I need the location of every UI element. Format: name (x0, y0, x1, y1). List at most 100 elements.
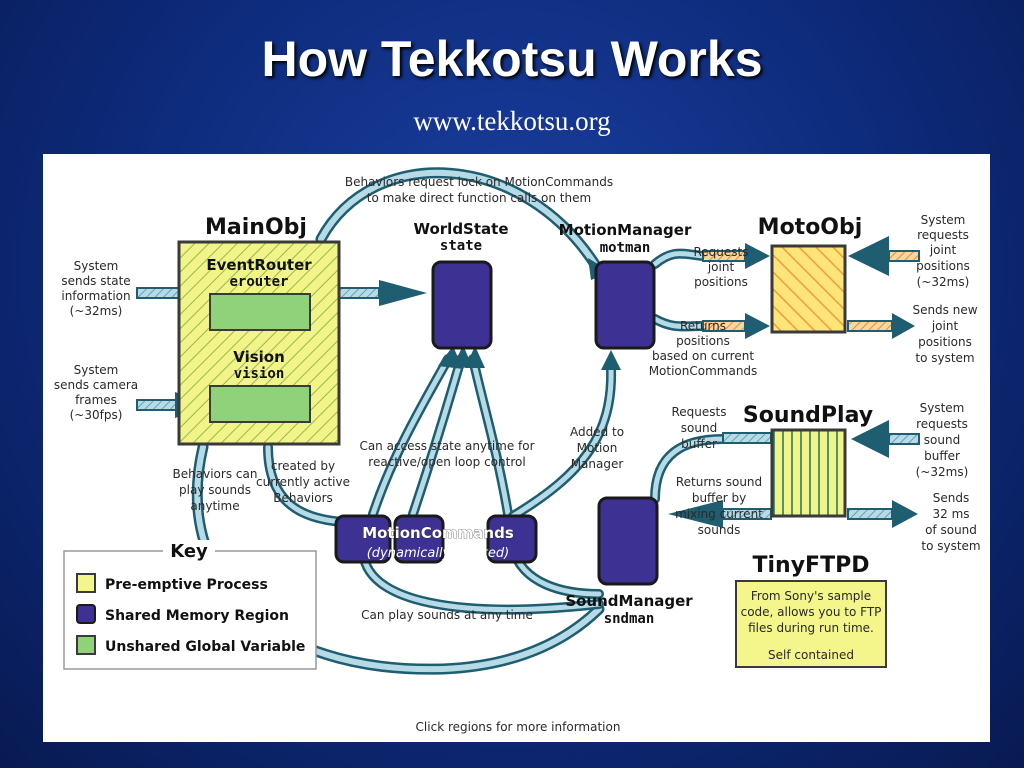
can-access-2: reactive/open loop control (368, 455, 525, 469)
ret-positions-3: based on current (652, 349, 754, 363)
sends-joint-4: to system (915, 351, 974, 365)
sys-camera-3: frames (75, 393, 117, 407)
sys-state-1: System (74, 259, 119, 273)
tinyftpd-self-contained: Self contained (768, 648, 854, 662)
soundmanager-title: SoundManager (565, 592, 693, 610)
sys-state-2: sends state (61, 274, 130, 288)
soundmanager-region[interactable]: SoundManager sndman (565, 496, 693, 627)
motionmanager-var: motman (600, 240, 651, 256)
sys-camera-1: System (74, 363, 119, 377)
sends-joint-3: positions (918, 335, 972, 349)
soundplay-region[interactable]: SoundPlay (743, 403, 873, 518)
soundmanager-var: sndman (604, 611, 655, 627)
sends-32ms-2: 32 ms (932, 507, 969, 521)
ret-positions-2: positions (676, 334, 730, 348)
can-access-1: Can access state anytime for (359, 439, 534, 453)
mainobj-title: MainObj (205, 215, 307, 240)
ret-sound-1: Returns sound (676, 475, 762, 489)
sys-req-joint-2: requests (917, 228, 969, 242)
straight-arrows (136, 236, 920, 528)
sys-state-4: (~32ms) (70, 304, 123, 318)
behaviors-play-2: play sounds (179, 483, 251, 497)
slide-title: How Tekkotsu Works (261, 31, 763, 87)
ret-positions-1: Returns (680, 319, 726, 333)
eventrouter-label: EventRouter (206, 256, 312, 274)
created-by-2: currently active (256, 475, 350, 489)
slide-url[interactable]: www.tekkotsu.org (413, 106, 611, 136)
top-note-line-2: to make direct function calls on them (367, 191, 591, 205)
sys-req-joint-1: System (921, 213, 966, 227)
sys-req-sound-3: sound (924, 433, 960, 447)
tinyftpd-line-3: files during run time. (748, 621, 874, 635)
ret-sound-2: buffer by (692, 491, 746, 505)
tinyftpd-line-1: From Sony's sample (751, 589, 871, 603)
tinyftpd-title: TinyFTPD (753, 553, 870, 578)
ret-sound-4: sounds (698, 523, 741, 537)
tekkotsu-diagram: MainObj EventRouter erouter Vision visio… (54, 167, 981, 734)
sys-camera-4: (~30fps) (70, 408, 123, 422)
added-to-3: Manager (571, 457, 624, 471)
legend-label-shared: Shared Memory Region (105, 608, 289, 624)
legend: Key Pre-emptive Process Shared Memory Re… (63, 540, 317, 670)
motioncommands-subtitle: (dynamically created) (367, 546, 510, 561)
sends-32ms-3: of sound (925, 523, 977, 537)
legend-title: Key (170, 541, 208, 562)
vision-var-label: vision (234, 366, 285, 382)
sys-req-joint-4: positions (916, 259, 970, 273)
legend-swatch-preemptive (76, 573, 96, 593)
erouter-variable[interactable] (209, 293, 311, 331)
diagram-panel: MainObj EventRouter erouter Vision visio… (43, 154, 990, 742)
sends-joint-1: Sends new (912, 303, 977, 317)
sys-req-sound-5: (~32ms) (916, 465, 969, 479)
worldstate-var: state (440, 238, 482, 254)
req-sound-1: Requests (672, 405, 727, 419)
req-joint-3: positions (694, 275, 748, 289)
ret-sound-3: mixing current (675, 507, 763, 521)
motoobj-title: MotoObj (758, 215, 863, 240)
req-joint-1: Requests (694, 245, 749, 259)
sys-req-sound-1: System (920, 401, 965, 415)
legend-label-preemptive: Pre-emptive Process (105, 577, 268, 593)
tinyftpd-region[interactable]: TinyFTPD From Sony's sample code, allows… (735, 553, 887, 668)
sys-camera-2: sends camera (54, 378, 138, 392)
worldstate-title: WorldState (413, 220, 508, 238)
motionmanager-region[interactable]: MotionManager motman (559, 221, 692, 350)
motioncommands-region[interactable]: MotionCommands ... (dynamically created) (334, 514, 538, 564)
added-to-2: Motion (577, 441, 618, 455)
click-regions-note: Click regions for more information (416, 720, 621, 734)
motoobj-region[interactable]: MotoObj (758, 215, 863, 334)
diagram-labels: Behaviors request lock on MotionCommands… (54, 175, 981, 622)
motioncommands-title: MotionCommands (362, 524, 514, 542)
legend-label-unshared: Unshared Global Variable (105, 639, 305, 655)
mainobj-region[interactable]: MainObj EventRouter erouter Vision visio… (177, 215, 341, 446)
req-joint-2: joint (707, 260, 735, 274)
sys-state-3: information (61, 289, 130, 303)
sys-req-sound-2: requests (916, 417, 968, 431)
ret-positions-4: MotionCommands (649, 364, 758, 378)
motionmanager-title: MotionManager (559, 221, 692, 239)
req-sound-3: buffer (681, 437, 717, 451)
created-by-1: created by (271, 459, 335, 473)
legend-swatch-unshared (76, 635, 96, 655)
worldstate-region[interactable]: WorldState state (413, 220, 509, 350)
tinyftpd-line-2: code, allows you to FTP (741, 605, 882, 619)
soundplay-title: SoundPlay (743, 403, 873, 428)
added-to-1: Added to (570, 425, 624, 439)
connection-tubes (191, 167, 728, 675)
behaviors-play-1: Behaviors can (173, 467, 258, 481)
sends-joint-2: joint (931, 319, 959, 333)
sys-req-sound-4: buffer (924, 449, 960, 463)
req-sound-2: sound (681, 421, 717, 435)
behaviors-play-3: anytime (190, 499, 239, 513)
top-note-line-1: Behaviors request lock on MotionCommands (345, 175, 613, 189)
sys-req-joint-5: (~32ms) (917, 275, 970, 289)
created-by-3: Behaviors (273, 491, 333, 505)
sends-32ms-4: to system (921, 539, 980, 553)
vision-variable[interactable] (209, 385, 311, 423)
sends-32ms-1: Sends (933, 491, 969, 505)
can-play-sounds: Can play sounds at any time (361, 608, 533, 622)
legend-swatch-shared (76, 604, 96, 624)
motioncommands-dots: ... (450, 534, 466, 550)
vision-label: Vision (233, 348, 285, 366)
erouter-label: erouter (229, 274, 288, 290)
